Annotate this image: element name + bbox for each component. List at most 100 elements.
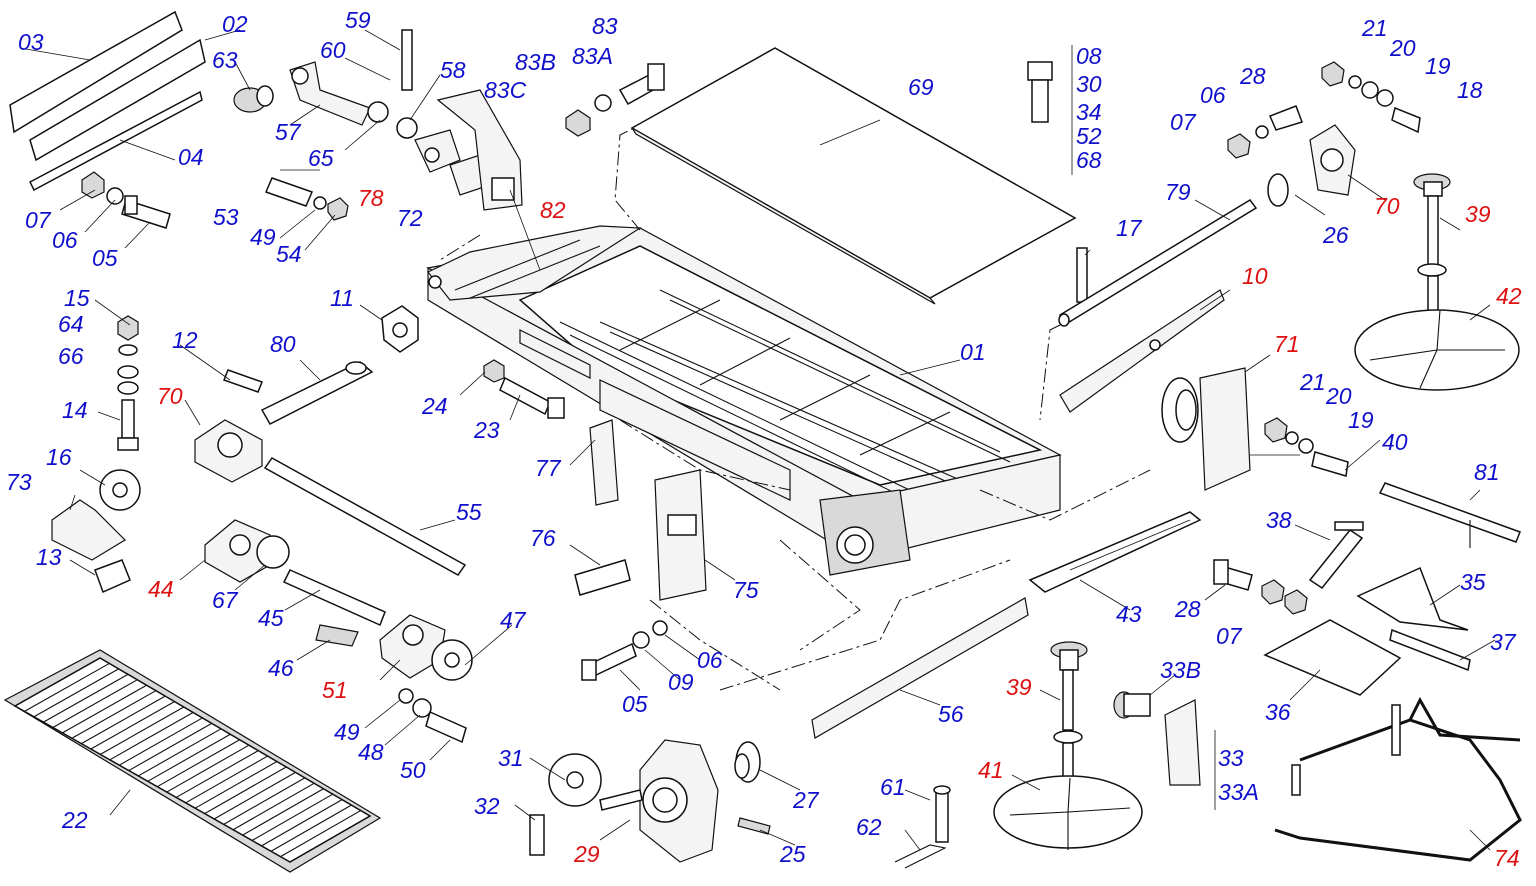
- conveyor-slat: [289, 815, 371, 863]
- deflectors-35-36-37: [1263, 566, 1471, 696]
- label-56: 56: [938, 701, 964, 727]
- label-81: 81: [1474, 459, 1500, 485]
- label-63: 63: [212, 47, 238, 73]
- label-49: 49: [250, 224, 276, 250]
- label-36: 36: [1265, 699, 1291, 725]
- label-33B: 33B: [1160, 657, 1201, 683]
- bolt-set-05-06-09: [581, 620, 668, 681]
- label-52: 52: [1076, 123, 1102, 149]
- label-20: 20: [1389, 35, 1416, 61]
- label-45: 45: [258, 605, 284, 631]
- conveyor-slat: [223, 777, 306, 825]
- label-23: 23: [473, 417, 500, 443]
- label-01: 01: [960, 339, 986, 365]
- shaft-79-pin-17: [1058, 199, 1258, 327]
- label-24: 24: [421, 393, 448, 419]
- bearing-group-70-top: [1227, 61, 1421, 207]
- label-28: 28: [1239, 63, 1266, 89]
- label-28: 28: [1174, 596, 1201, 622]
- label-50: 50: [400, 757, 426, 783]
- label-35: 35: [1460, 569, 1486, 595]
- conveyor-slat: [204, 766, 287, 815]
- label-47: 47: [500, 607, 527, 633]
- label-31: 31: [498, 745, 524, 771]
- label-21: 21: [1299, 369, 1326, 395]
- label-32: 32: [474, 793, 500, 819]
- bolt-set-49-53-54: [264, 177, 349, 221]
- label-69: 69: [908, 74, 934, 100]
- pin-61-clip-62: [894, 785, 951, 869]
- label-71: 71: [1274, 331, 1300, 357]
- label-79: 79: [1165, 179, 1191, 205]
- conveyor-slat: [109, 712, 194, 761]
- spreader-disc-42: [1354, 173, 1520, 391]
- label-59: 59: [345, 7, 371, 33]
- conveyor-slat: [185, 755, 268, 804]
- label-14: 14: [62, 397, 88, 423]
- conveyor-slat: [213, 771, 296, 820]
- label-33A: 33A: [1218, 779, 1259, 805]
- conveyor-slat: [251, 793, 334, 841]
- label-39: 39: [1006, 674, 1032, 700]
- bolt-stack-14-66: [117, 315, 139, 451]
- label-04: 04: [178, 144, 204, 170]
- label-83C: 83C: [484, 77, 527, 103]
- label-38: 38: [1266, 507, 1292, 533]
- label-06: 06: [697, 647, 723, 673]
- label-62: 62: [856, 814, 882, 840]
- conveyor-chain-22: [3, 649, 382, 873]
- label-70: 70: [157, 383, 183, 409]
- conveyor-slat: [270, 804, 352, 852]
- label-77: 77: [535, 455, 562, 481]
- bolt-set-19-20-21-40: [1264, 417, 1349, 477]
- leader-lines: [19, 29, 1496, 851]
- label-16: 16: [46, 444, 72, 470]
- label-07: 07: [1170, 109, 1197, 135]
- label-25: 25: [779, 841, 806, 867]
- label-22: 22: [61, 807, 88, 833]
- label-78: 78: [358, 185, 384, 211]
- conveyor-slat: [232, 782, 315, 831]
- label-41: 41: [978, 757, 1004, 783]
- label-08: 08: [1076, 43, 1102, 69]
- conveyor-slat: [138, 728, 222, 777]
- label-83: 83: [592, 13, 618, 39]
- main-frame: [426, 225, 1062, 576]
- conveyor-slat: [81, 695, 166, 745]
- conveyor-slat: [52, 679, 138, 728]
- bar-81: [1378, 482, 1521, 548]
- label-05: 05: [92, 245, 118, 271]
- spreader-disc-41: [993, 641, 1143, 850]
- label-40: 40: [1382, 429, 1408, 455]
- bracket-33: [1113, 691, 1201, 786]
- bolt-set-07-28-lower: [1213, 559, 1308, 615]
- label-21: 21: [1361, 15, 1388, 41]
- label-76: 76: [530, 525, 556, 551]
- label-02: 02: [222, 11, 248, 37]
- label-42: 42: [1496, 283, 1522, 309]
- bracket-71: [1161, 367, 1251, 491]
- label-10: 10: [1242, 263, 1268, 289]
- brackets-75-76-77: [574, 419, 707, 601]
- bolt-set-48-49-50: [398, 688, 467, 744]
- label-15: 15: [64, 285, 90, 311]
- label-48: 48: [358, 739, 384, 765]
- conveyor-slat: [156, 739, 240, 788]
- brackets-58-72-82: [414, 89, 523, 211]
- label-18: 18: [1457, 77, 1483, 103]
- plate-43: [1028, 511, 1202, 593]
- label-13: 13: [36, 544, 62, 570]
- label-57: 57: [275, 119, 302, 145]
- conveyor-slat: [166, 744, 250, 793]
- conveyor-slat: [261, 799, 343, 847]
- bolt-08: [1027, 61, 1053, 123]
- label-06: 06: [52, 227, 78, 253]
- bolt-set-05-06-07: [81, 171, 171, 229]
- conveyor-slat: [147, 733, 231, 782]
- label-33: 33: [1218, 745, 1244, 771]
- label-60: 60: [320, 37, 346, 63]
- label-46: 46: [268, 655, 294, 681]
- gearbox-29: [529, 739, 771, 863]
- label-68: 68: [1076, 147, 1102, 173]
